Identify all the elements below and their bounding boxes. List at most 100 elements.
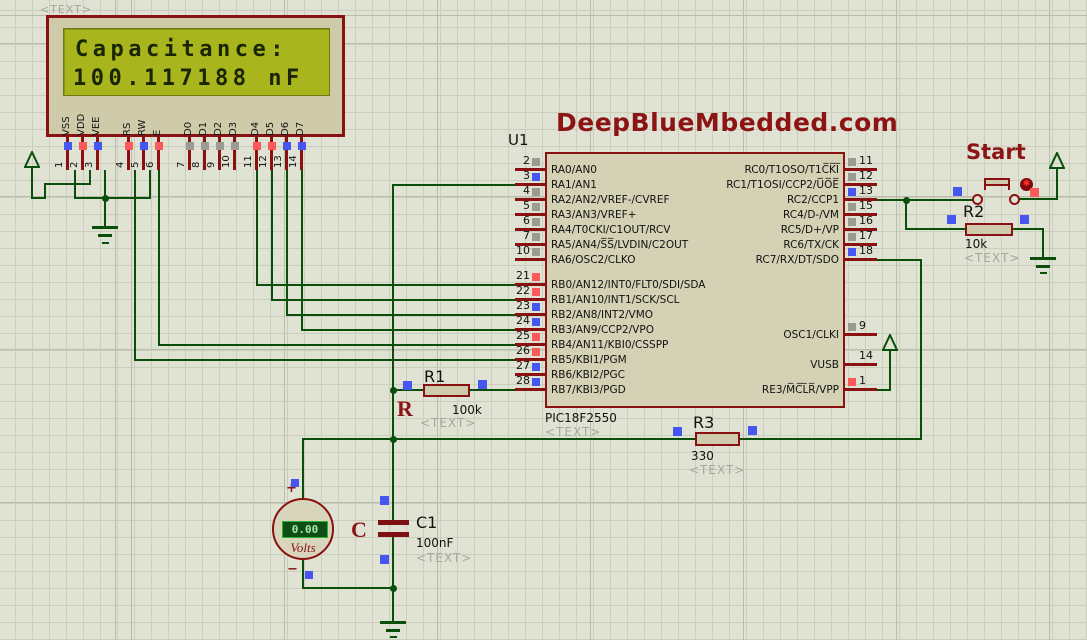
wire[interactable]: [302, 587, 394, 589]
mcu-pin-10[interactable]: 10: [498, 245, 545, 263]
wire[interactable]: [876, 389, 891, 391]
text-placeholder[interactable]: <TEXT>: [689, 463, 746, 477]
wire[interactable]: [301, 329, 516, 331]
button-actuator-icon[interactable]: ✱: [1020, 178, 1033, 191]
lcd-module[interactable]: Capacitance: 100.117188 nF: [46, 15, 345, 137]
mcu-pin-28[interactable]: 28: [498, 375, 545, 393]
text-placeholder[interactable]: <TEXT>: [964, 251, 1021, 265]
wire[interactable]: [302, 559, 304, 589]
wire[interactable]: [392, 389, 424, 391]
power-arrow-icon[interactable]: [882, 334, 898, 351]
wire[interactable]: [31, 197, 46, 199]
wire[interactable]: [1042, 228, 1044, 259]
wire[interactable]: [158, 170, 160, 346]
wire[interactable]: [134, 359, 516, 361]
mcu-pin-21[interactable]: 21: [498, 270, 545, 288]
wire[interactable]: [876, 199, 973, 201]
wire[interactable]: [158, 344, 516, 346]
wire[interactable]: [392, 536, 394, 623]
wire[interactable]: [104, 197, 106, 228]
wire[interactable]: [905, 228, 966, 230]
resistor-r1[interactable]: [423, 384, 470, 397]
wire[interactable]: [302, 438, 696, 440]
wire[interactable]: [1018, 198, 1058, 200]
resistor-r3[interactable]: [695, 432, 740, 446]
wire[interactable]: [271, 170, 273, 301]
wire[interactable]: [89, 170, 91, 185]
wire[interactable]: [392, 184, 516, 186]
mcu-pin-23[interactable]: 23: [498, 300, 545, 318]
wire[interactable]: [392, 438, 394, 522]
text-placeholder[interactable]: <TEXT>: [545, 425, 602, 439]
mcu-pin-17[interactable]: 17: [845, 230, 925, 248]
power-arrow-icon[interactable]: [1049, 152, 1065, 169]
wire[interactable]: [739, 438, 922, 440]
mcu-pin-3[interactable]: 3: [498, 170, 545, 188]
wire[interactable]: [286, 314, 516, 316]
wire[interactable]: [256, 170, 258, 286]
wire[interactable]: [44, 183, 46, 199]
mcu-pin-11[interactable]: 11: [845, 155, 925, 173]
mcu-pin-15[interactable]: 15: [845, 200, 925, 218]
text-placeholder[interactable]: <TEXT>: [416, 551, 473, 565]
mcu-pin-2[interactable]: 2: [498, 155, 545, 173]
wire[interactable]: [1056, 168, 1058, 199]
mcu-pin-27[interactable]: 27: [498, 360, 545, 378]
wire[interactable]: [74, 197, 151, 199]
wire[interactable]: [302, 438, 304, 500]
wire[interactable]: [301, 170, 303, 331]
pin-square: [253, 142, 261, 150]
wire[interactable]: [286, 170, 288, 316]
mcu-pin-7[interactable]: 7: [498, 230, 545, 248]
wire[interactable]: [920, 259, 922, 440]
mcu-pin-22[interactable]: 22: [498, 285, 545, 303]
wire[interactable]: [469, 389, 516, 391]
mcu-pin-24[interactable]: 24: [498, 315, 545, 333]
mcu-pin-25[interactable]: 25: [498, 330, 545, 348]
resistor-r2[interactable]: [965, 223, 1013, 236]
mcu-body[interactable]: [545, 152, 845, 408]
mcu-pin-14[interactable]: 14: [845, 350, 925, 368]
wire[interactable]: [31, 168, 33, 199]
wire[interactable]: [905, 199, 907, 230]
mcu-pin-16[interactable]: 16: [845, 215, 925, 233]
text-placeholder[interactable]: <TEXT>: [420, 416, 477, 430]
wire[interactable]: [104, 170, 106, 199]
mcu-pin-26[interactable]: 26: [498, 345, 545, 363]
wire[interactable]: [876, 259, 922, 261]
wire[interactable]: [74, 170, 76, 199]
mcu-pin-9[interactable]: 9: [845, 320, 925, 338]
site-title: DeepBlueMbedded.com: [556, 108, 899, 137]
mcu-pin-12[interactable]: 12: [845, 170, 925, 188]
power-arrow-icon[interactable]: [24, 151, 40, 168]
wire[interactable]: [392, 184, 394, 440]
wire[interactable]: [149, 170, 151, 199]
wire[interactable]: [889, 351, 891, 390]
mcu-pin-18[interactable]: 18: [845, 245, 925, 263]
mcu-pin-1[interactable]: 1: [845, 375, 925, 393]
wire[interactable]: [134, 170, 136, 361]
wire[interactable]: [256, 284, 516, 286]
wire[interactable]: [1011, 228, 1044, 230]
mcu-pin-6[interactable]: 6: [498, 215, 545, 233]
mcu-pin-13[interactable]: 13: [845, 185, 925, 203]
wire[interactable]: [44, 183, 91, 185]
mcu-pin-4[interactable]: 4: [498, 185, 545, 203]
text-placeholder[interactable]: <TEXT>: [40, 3, 93, 16]
voltmeter[interactable]: 0.00 Volts: [272, 498, 334, 560]
mcu-pin-5[interactable]: 5: [498, 200, 545, 218]
